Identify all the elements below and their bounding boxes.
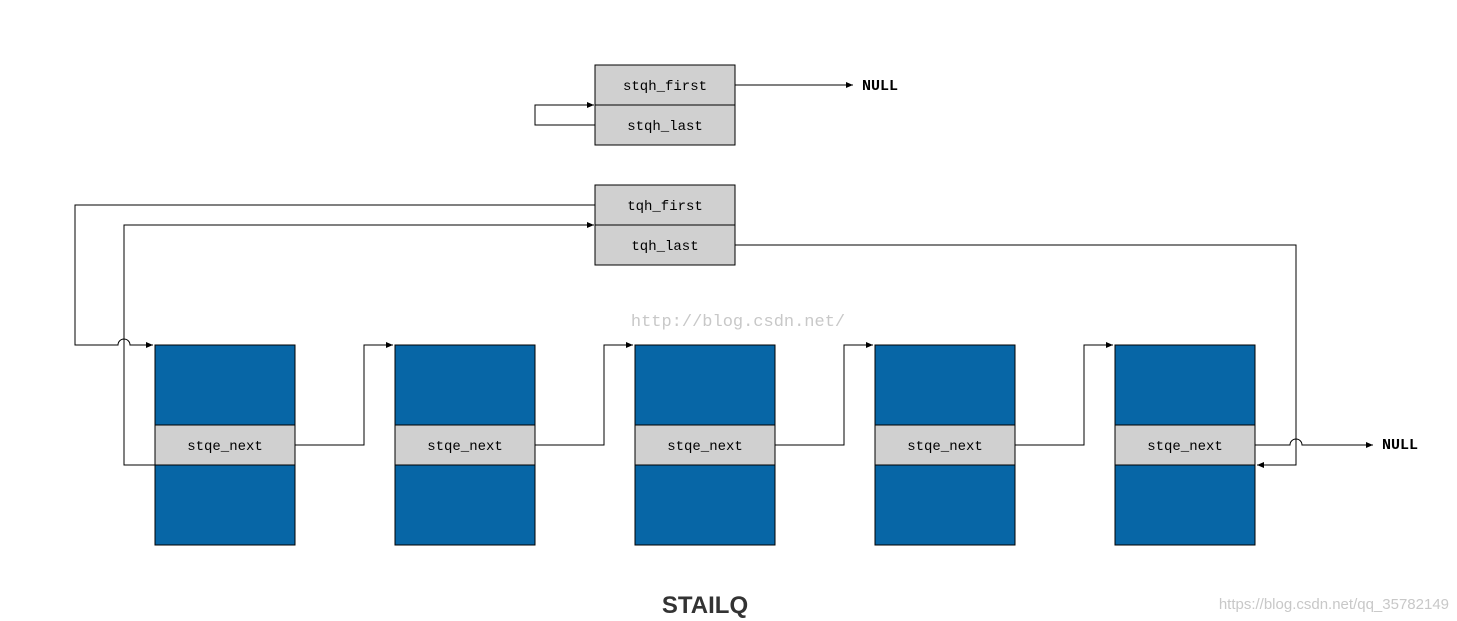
stqe-next-label: stqe_next — [427, 439, 503, 455]
stqe-next-cell — [634, 424, 776, 466]
tqh-last-label: tqh_last — [631, 239, 698, 255]
node-2: stqe_next — [394, 344, 536, 546]
center-watermark: http://blog.csdn.net/ — [631, 313, 845, 332]
stqe-next-cell — [874, 424, 1016, 466]
tailq-head: tqh_first tqh_last — [594, 184, 736, 266]
node4-to-node5-arrow — [1015, 342, 1113, 446]
diagram-title: STAILQ — [662, 592, 748, 619]
node-4: stqe_next — [874, 344, 1016, 546]
corner-watermark: https://blog.csdn.net/qq_35782149 — [1219, 596, 1449, 613]
node-5: stqe_next — [1114, 344, 1256, 546]
tqh-first-label: tqh_first — [627, 199, 703, 215]
stqh-null-label: NULL — [862, 78, 898, 95]
node1-to-node2-arrow — [295, 342, 393, 446]
node2-to-node3-arrow — [535, 342, 633, 446]
stailq-head: stqh_first stqh_last — [594, 64, 736, 146]
stqh-last-label: stqh_last — [627, 119, 703, 135]
stqe-next-cell — [154, 424, 296, 466]
node-1: stqe_next — [154, 344, 296, 546]
stqe-next-label: stqe_next — [187, 439, 263, 455]
tail-null-label: NULL — [1382, 437, 1418, 454]
stqe-next-cell — [394, 424, 536, 466]
node5-to-null-arrow — [1255, 438, 1373, 448]
stqh-first-cell — [594, 64, 736, 106]
node-3: stqe_next — [634, 344, 776, 546]
stqh-first-label: stqh_first — [623, 79, 707, 95]
node1-next-to-tqh-arrow — [123, 222, 594, 466]
stqe-next-label: stqe_next — [907, 439, 983, 455]
stqe-next-cell — [1114, 424, 1256, 466]
stqh-last-cell — [594, 104, 736, 146]
stqe-next-label: stqe_next — [1147, 439, 1223, 455]
node3-to-node4-arrow — [775, 342, 873, 446]
stqe-next-label: stqe_next — [667, 439, 743, 455]
stqh-last-self-loop-arrow — [534, 102, 595, 126]
tqh-last-to-node5-arrow — [735, 244, 1297, 468]
tqh-first-to-node1-arrow — [74, 204, 595, 348]
